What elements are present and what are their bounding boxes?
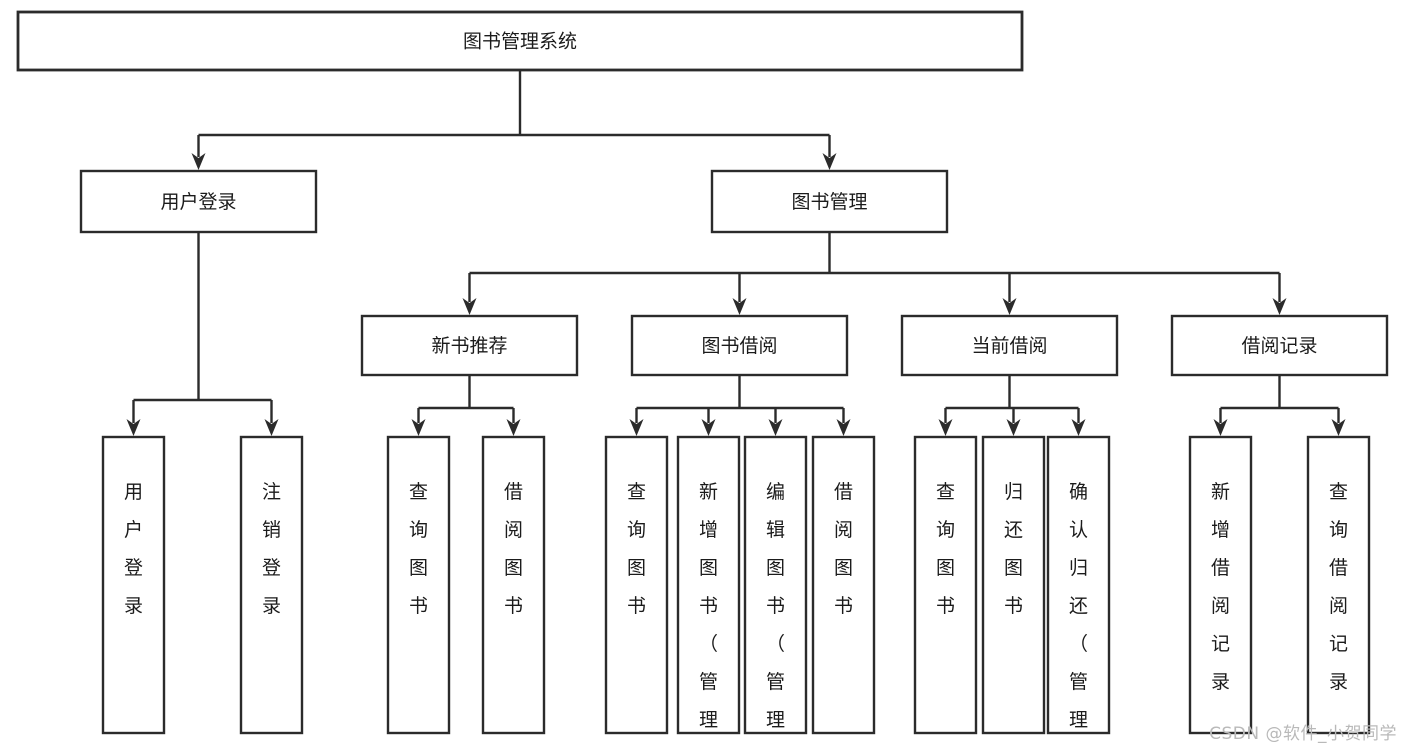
node-box[interactable] xyxy=(811,435,876,735)
arrow-head-icon xyxy=(264,419,279,436)
node-label: 新书推荐 xyxy=(431,335,507,357)
node-box[interactable] xyxy=(481,435,546,735)
node-current-borrow[interactable]: 当前借阅 xyxy=(900,314,1119,377)
node-box[interactable] xyxy=(676,435,741,735)
node-leaf-logout[interactable]: 注销登录 xyxy=(239,435,304,735)
node-box[interactable] xyxy=(386,435,451,735)
node-borrow-records[interactable]: 借阅记录 xyxy=(1170,314,1389,377)
node-label: 查询图书 xyxy=(627,481,646,617)
node-leaf-query-book-3[interactable]: 查询图书 xyxy=(913,435,978,735)
arrow-head-icon xyxy=(462,298,477,315)
node-box[interactable] xyxy=(900,314,1119,377)
arrow-head-icon xyxy=(411,419,426,436)
arrow-head-icon xyxy=(1006,419,1021,436)
node-book-borrow[interactable]: 图书借阅 xyxy=(630,314,849,377)
node-box[interactable] xyxy=(981,435,1046,735)
node-box[interactable] xyxy=(630,314,849,377)
arrow-head-icon xyxy=(836,419,851,436)
node-book-management[interactable]: 图书管理 xyxy=(710,169,949,234)
node-label: 图书管理 xyxy=(791,191,867,213)
arrow-head-icon xyxy=(1331,419,1346,436)
arrow-head-icon xyxy=(1002,298,1017,315)
node-layer: 图书管理系统用户登录图书管理新书推荐图书借阅当前借阅借阅记录用户登录注销登录查询… xyxy=(16,10,1389,747)
arrow-head-icon xyxy=(126,419,141,436)
arrow-head-icon xyxy=(1213,419,1228,436)
node-box[interactable] xyxy=(101,435,166,735)
arrow-head-icon xyxy=(768,419,783,436)
connector-group-book-borrow xyxy=(629,375,851,436)
node-root[interactable]: 图书管理系统 xyxy=(16,10,1024,72)
connector-layer xyxy=(126,70,1346,436)
arrow-head-icon xyxy=(701,419,716,436)
node-label: 图书借阅 xyxy=(701,335,777,357)
node-box[interactable] xyxy=(1306,435,1371,735)
node-leaf-borrow-book-1[interactable]: 借阅图书 xyxy=(481,435,546,735)
connector-group-borrow-records xyxy=(1213,375,1346,436)
csdn-watermark: CSDN @软件_小贺同学 xyxy=(1209,724,1397,744)
node-box[interactable] xyxy=(1188,435,1253,735)
node-label: 查询图书 xyxy=(936,481,955,617)
node-label: 用户登录 xyxy=(160,191,236,213)
node-leaf-return-book[interactable]: 归还图书 xyxy=(981,435,1046,735)
connector-group-root xyxy=(191,70,837,170)
node-user-login[interactable]: 用户登录 xyxy=(79,169,318,234)
arrow-head-icon xyxy=(938,419,953,436)
node-leaf-borrow-book-2[interactable]: 借阅图书 xyxy=(811,435,876,735)
connector-group-new-book-recommend xyxy=(411,375,521,436)
arrow-head-icon xyxy=(732,298,747,315)
node-box[interactable] xyxy=(360,314,579,377)
node-label: 新增图书（管理员） xyxy=(699,481,718,747)
node-box[interactable] xyxy=(1046,435,1111,735)
arrow-head-icon xyxy=(629,419,644,436)
node-box[interactable] xyxy=(743,435,808,735)
node-label: 图书管理系统 xyxy=(463,31,577,53)
node-label: 新增借阅记录 xyxy=(1211,481,1230,693)
node-label: 确认归还（管理员） xyxy=(1069,481,1088,747)
arrow-head-icon xyxy=(191,153,206,170)
connector-group-user-login xyxy=(126,232,279,436)
node-label: 归还图书 xyxy=(1004,481,1023,617)
node-box[interactable] xyxy=(239,435,304,735)
node-box[interactable] xyxy=(79,169,318,234)
connector-group-book-management xyxy=(462,232,1287,315)
node-label: 查询借阅记录 xyxy=(1329,481,1348,693)
node-label: 借阅记录 xyxy=(1241,335,1317,357)
node-box[interactable] xyxy=(710,169,949,234)
node-label: 借阅图书 xyxy=(504,481,523,617)
node-box[interactable] xyxy=(913,435,978,735)
node-label: 编辑图书（管理员） xyxy=(766,481,785,747)
node-label: 注销登录 xyxy=(262,481,281,617)
node-box[interactable] xyxy=(604,435,669,735)
node-leaf-confirm-return[interactable]: 确认归还（管理员） xyxy=(1046,435,1111,747)
node-leaf-edit-book[interactable]: 编辑图书（管理员） xyxy=(743,435,808,747)
node-leaf-query-book-2[interactable]: 查询图书 xyxy=(604,435,669,735)
node-leaf-add-record[interactable]: 新增借阅记录 xyxy=(1188,435,1253,735)
node-label: 用户登录 xyxy=(124,481,143,617)
node-label: 当前借阅 xyxy=(971,335,1047,357)
node-label: 查询图书 xyxy=(409,481,428,617)
connector-group-current-borrow xyxy=(938,375,1086,436)
node-leaf-query-record[interactable]: 查询借阅记录 xyxy=(1306,435,1371,735)
arrow-head-icon xyxy=(1071,419,1086,436)
node-box[interactable] xyxy=(16,10,1024,72)
arrow-head-icon xyxy=(822,153,837,170)
node-box[interactable] xyxy=(1170,314,1389,377)
node-leaf-user-login[interactable]: 用户登录 xyxy=(101,435,166,735)
node-leaf-add-book[interactable]: 新增图书（管理员） xyxy=(676,435,741,747)
node-new-book-recommend[interactable]: 新书推荐 xyxy=(360,314,579,377)
node-label: 借阅图书 xyxy=(834,481,853,617)
arrow-head-icon xyxy=(1272,298,1287,315)
arrow-head-icon xyxy=(506,419,521,436)
node-leaf-query-book-1[interactable]: 查询图书 xyxy=(386,435,451,735)
